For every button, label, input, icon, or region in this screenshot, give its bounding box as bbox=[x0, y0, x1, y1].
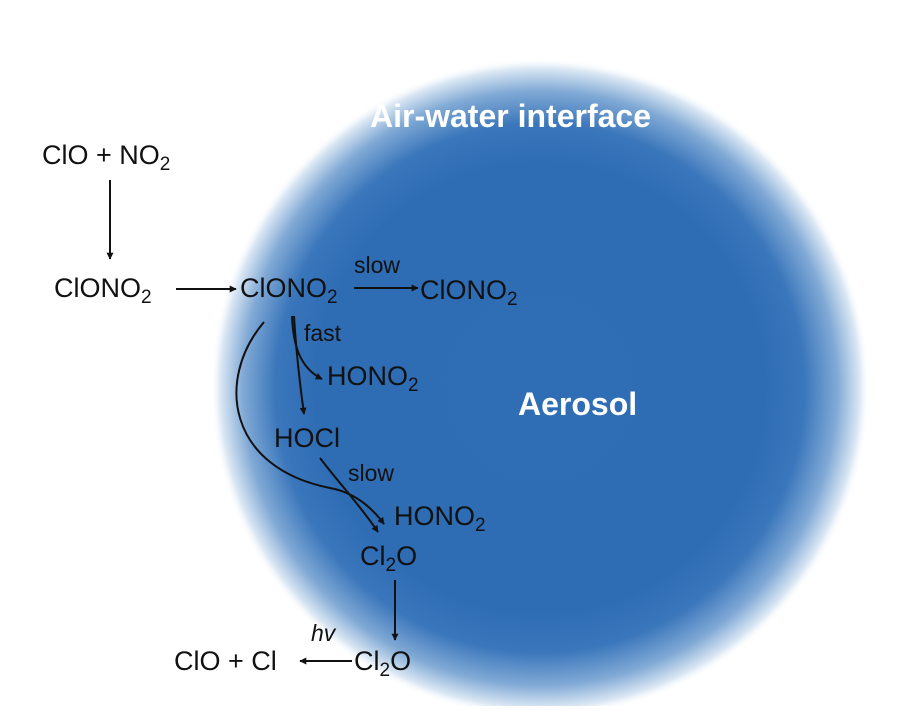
arrow-fast-hono2 bbox=[291, 315, 323, 380]
species-clono2-gas: ClONO2 bbox=[54, 273, 152, 308]
arrow-slow-cl2o bbox=[319, 457, 379, 533]
species-hocl: HOCl bbox=[274, 423, 340, 453]
rate-label-slow-top: slow bbox=[354, 252, 401, 278]
species-hono2-fast: HONO2 bbox=[327, 361, 419, 396]
species-clo-cl: ClO + Cl bbox=[174, 646, 277, 676]
species-clono2-bulk: ClONO2 bbox=[420, 275, 518, 310]
rate-label-fast: fast bbox=[304, 320, 342, 346]
aerosol-droplet bbox=[210, 58, 870, 711]
rate-label-slow-lower: slow bbox=[348, 460, 395, 486]
interface-label: Air-water interface bbox=[370, 98, 651, 134]
species-cl2o-gas: Cl2O bbox=[354, 646, 412, 681]
species-hono2-slow: HONO2 bbox=[394, 501, 486, 536]
species-clono2-interface: ClONO2 bbox=[240, 273, 338, 308]
aerosol-label: Aerosol bbox=[518, 386, 638, 422]
arrow-direct-cl2o bbox=[235, 321, 385, 525]
species-cl2o-interface: Cl2O bbox=[360, 541, 418, 576]
arrow-fast-hocl bbox=[293, 315, 307, 415]
photolysis-label: hv bbox=[311, 620, 336, 646]
species-clo-no2: ClO + NO2 bbox=[42, 140, 171, 175]
